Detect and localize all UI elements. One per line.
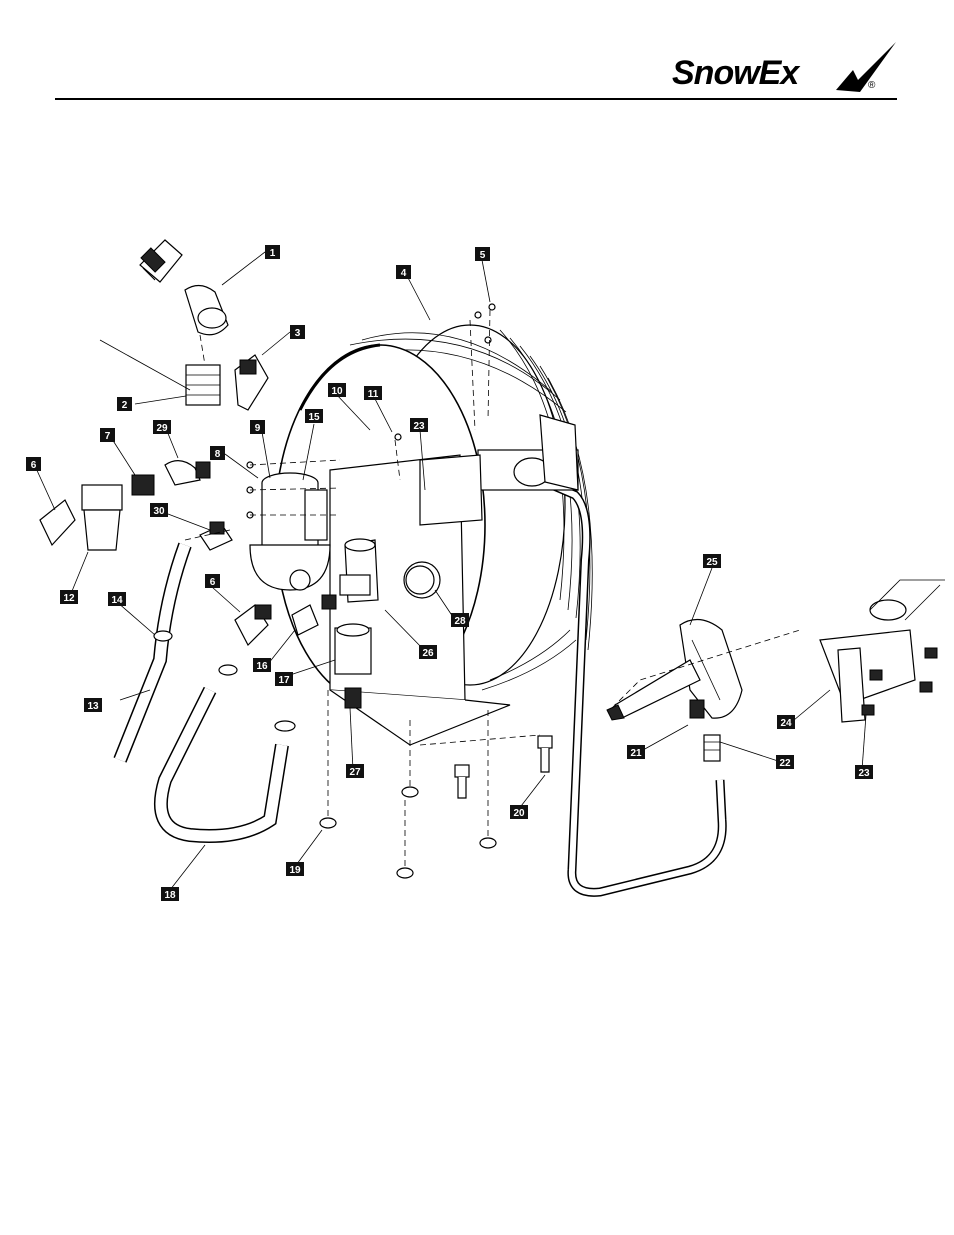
svg-text:14: 14 xyxy=(111,595,123,606)
callout-12: 12 xyxy=(60,590,78,604)
callout-18: 18 xyxy=(161,887,179,901)
callout-13: 13 xyxy=(84,698,102,712)
callout-5: 5 xyxy=(475,247,490,261)
callout-29: 29 xyxy=(153,420,171,434)
callout-23b: 23 xyxy=(855,765,873,779)
callout-24: 24 xyxy=(777,715,795,729)
svg-text:20: 20 xyxy=(513,808,525,819)
callout-19: 19 xyxy=(286,862,304,876)
svg-text:4: 4 xyxy=(401,268,407,279)
svg-text:5: 5 xyxy=(480,250,486,261)
callout-21: 21 xyxy=(627,745,645,759)
svg-text:16: 16 xyxy=(256,661,268,672)
svg-text:11: 11 xyxy=(368,389,379,400)
svg-text:2: 2 xyxy=(122,400,128,411)
callout-28: 28 xyxy=(451,613,469,627)
callout-16: 16 xyxy=(253,658,271,672)
callout-27: 27 xyxy=(346,764,364,778)
callout-10: 10 xyxy=(328,383,346,397)
callout-14: 14 xyxy=(108,592,126,606)
svg-text:21: 21 xyxy=(630,748,642,759)
svg-text:17: 17 xyxy=(278,675,290,686)
svg-text:8: 8 xyxy=(215,449,221,460)
svg-text:6: 6 xyxy=(210,577,216,588)
svg-text:3: 3 xyxy=(295,328,301,339)
svg-text:7: 7 xyxy=(105,431,111,442)
callout-3: 3 xyxy=(290,325,305,339)
spray-gun xyxy=(607,620,742,761)
callout-2: 2 xyxy=(117,397,132,411)
callout-6a: 6 xyxy=(26,457,41,471)
svg-text:23: 23 xyxy=(858,768,870,779)
svg-text:6: 6 xyxy=(31,460,37,471)
callout-7: 7 xyxy=(100,428,115,442)
callout-22: 22 xyxy=(776,755,794,769)
gun-bracket xyxy=(820,580,945,722)
callout-15: 15 xyxy=(305,409,323,423)
svg-text:12: 12 xyxy=(63,593,75,604)
callout-25: 25 xyxy=(703,554,721,568)
callout-4: 4 xyxy=(396,265,411,279)
callout-6b: 6 xyxy=(205,574,220,588)
svg-text:18: 18 xyxy=(164,890,176,901)
svg-text:19: 19 xyxy=(289,865,301,876)
svg-text:30: 30 xyxy=(153,506,165,517)
callout-9: 9 xyxy=(250,420,265,434)
callout-8: 8 xyxy=(210,446,225,460)
svg-text:13: 13 xyxy=(87,701,99,712)
svg-text:28: 28 xyxy=(454,616,466,627)
svg-text:15: 15 xyxy=(308,412,320,423)
svg-text:26: 26 xyxy=(422,648,434,659)
svg-text:9: 9 xyxy=(255,423,261,434)
svg-text:1: 1 xyxy=(270,248,276,259)
callout-1: 1 xyxy=(265,245,280,259)
callout-11: 11 xyxy=(364,386,382,400)
callout-17: 17 xyxy=(275,672,293,686)
callout-23a: 23 xyxy=(410,418,428,432)
callout-20: 20 xyxy=(510,805,528,819)
callout-30: 30 xyxy=(150,503,168,517)
hoses xyxy=(120,545,295,836)
svg-text:27: 27 xyxy=(349,767,361,778)
svg-text:29: 29 xyxy=(156,423,168,434)
callout-26: 26 xyxy=(419,645,437,659)
svg-text:23: 23 xyxy=(413,421,425,432)
svg-text:25: 25 xyxy=(706,557,718,568)
svg-text:10: 10 xyxy=(331,386,343,397)
svg-text:22: 22 xyxy=(779,758,791,769)
svg-text:24: 24 xyxy=(780,718,792,729)
